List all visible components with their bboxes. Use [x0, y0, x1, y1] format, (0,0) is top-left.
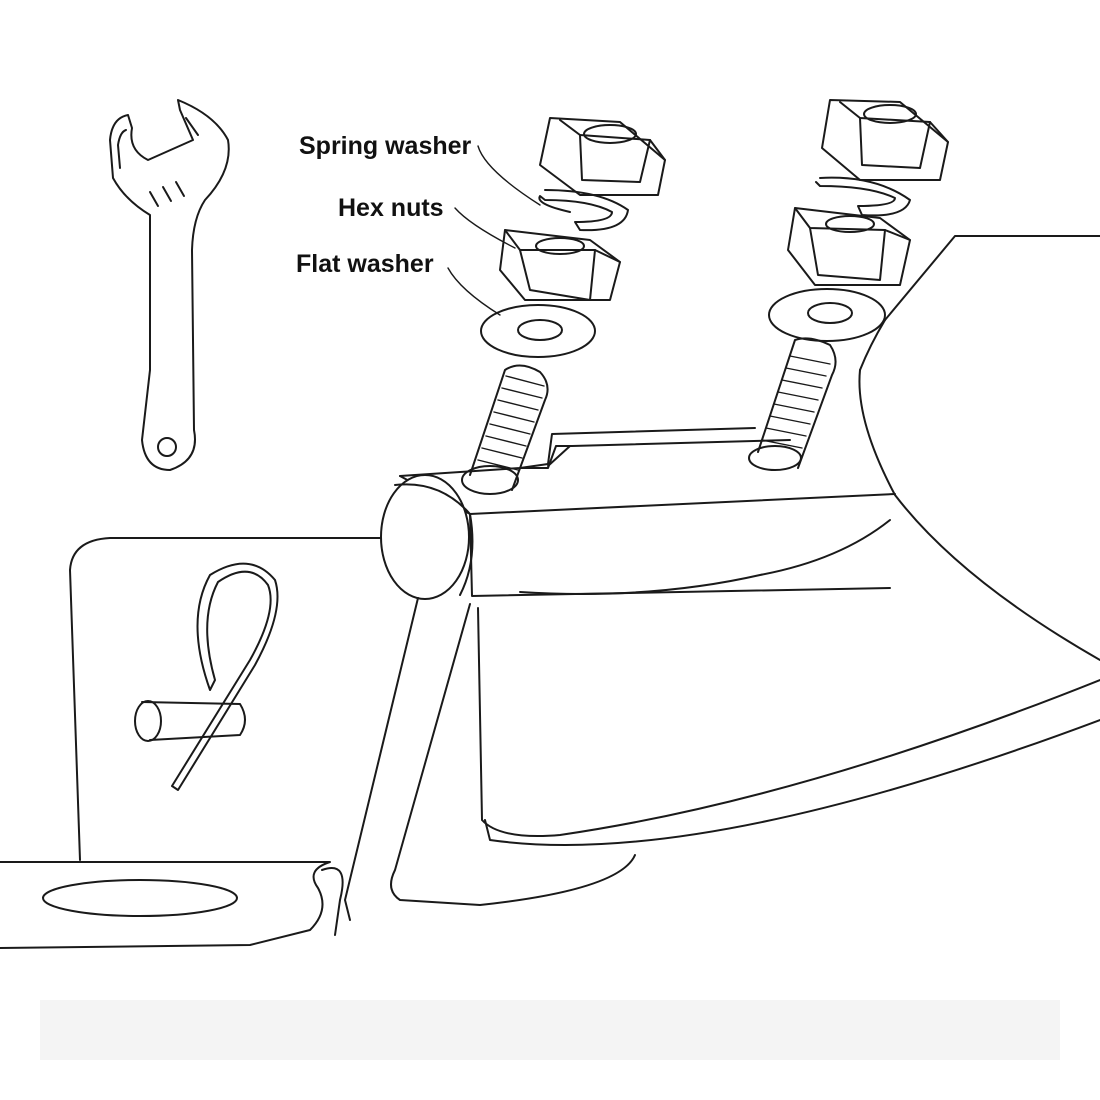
spring-washer-leader: [477, 145, 541, 206]
left-bolt: [461, 364, 549, 495]
leader-lines: [447, 145, 541, 316]
hitch-pin-clip: [134, 562, 279, 791]
flat-washer-label: Flat washer: [296, 250, 434, 278]
left-flat-washer: [480, 304, 596, 358]
flat-washer-leader: [447, 267, 501, 316]
spring-washer-label: Spring washer: [299, 132, 472, 160]
right-bolt: [748, 337, 837, 471]
bracket-body: [344, 235, 1100, 921]
base-plate: [0, 537, 381, 949]
right-flat-washer: [768, 288, 886, 342]
hex-nuts-leader: [454, 207, 516, 249]
mounting-rail: [380, 427, 896, 600]
faded-band: [40, 1000, 1060, 1060]
right-spring-washer: [815, 176, 911, 217]
left-hex-nut-lower: [499, 229, 621, 301]
left-spring-washer: [538, 189, 629, 232]
right-hex-nut-lower: [787, 207, 911, 286]
wrench-icon: [109, 99, 230, 471]
right-hex-nut-upper: [821, 99, 949, 181]
left-hex-nut-upper: [539, 117, 666, 196]
hex-nuts-label: Hex nuts: [338, 194, 444, 222]
